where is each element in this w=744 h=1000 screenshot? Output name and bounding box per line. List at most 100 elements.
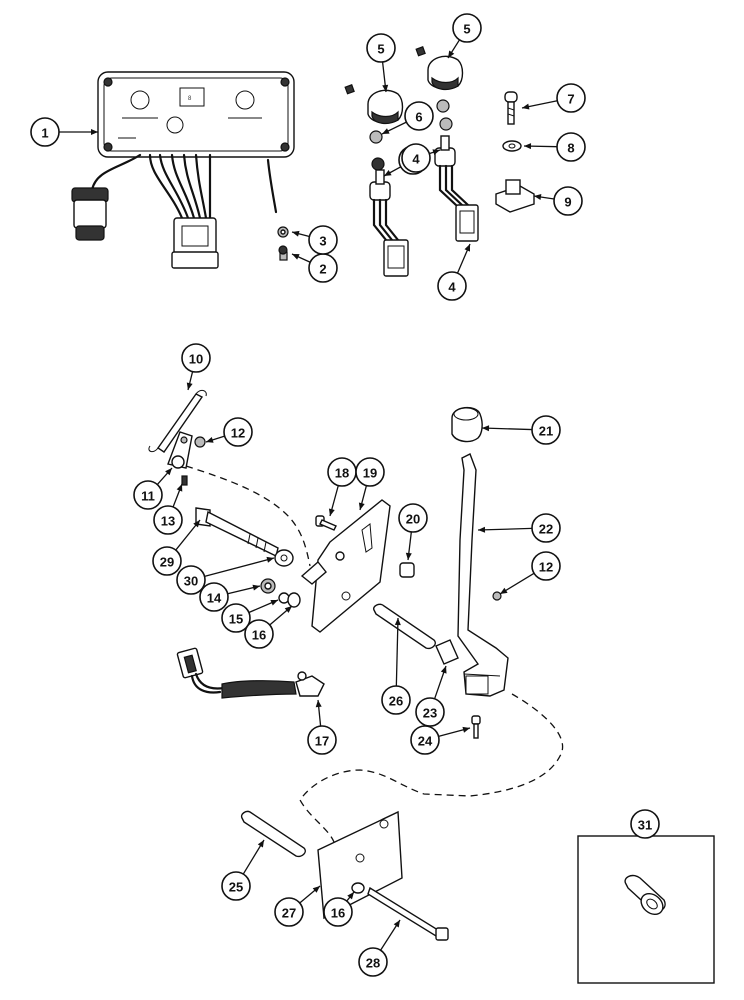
callout-18: 18 [327,457,357,487]
callout-23: 23 [415,697,445,727]
leader-arrow-4 [464,244,470,252]
leader-arrow-19 [358,502,365,510]
panel-wire-harness [71,153,278,269]
leader-arrow-28 [393,920,400,928]
callout-15: 15 [221,603,251,633]
callout-16: 16 [323,897,353,927]
callout-26: 26 [381,685,411,715]
leader-arrow-12 [500,587,508,594]
leader-arrow-7 [522,103,530,110]
nuts-6 [369,99,453,171]
callout-label-20: 20 [406,512,420,527]
bolt-29 [195,507,279,558]
callout-2: 2 [308,253,338,283]
potentiometer-left [369,169,409,277]
callout-circle-13 [153,505,183,535]
callout-11: 11 [133,480,163,510]
callout-4: 4 [401,143,431,173]
callout-label-27: 27 [282,906,296,921]
pin-26 [373,603,436,650]
callout-circle-15 [221,603,251,633]
panel-display-digit: 8 [188,96,192,102]
leader-arrow-8 [524,143,532,150]
callout-label-28: 28 [366,956,380,971]
callout-circle-12 [223,417,253,447]
bushing-23 [435,639,459,665]
callout-5: 5 [366,33,396,63]
rod-10 [148,389,207,453]
callout-circle-28 [358,947,388,977]
leader-arrow-2 [292,254,300,260]
leader-lines [59,39,648,951]
callout-circle-27 [274,897,304,927]
leader-arrow-22 [478,526,486,533]
pin-25 [240,810,306,858]
callout-label-4: 4 [412,152,420,167]
callout-circle-6 [404,101,434,131]
callout-24: 24 [410,725,440,755]
callout-circle-4 [401,143,431,173]
callout-label-11: 11 [141,489,155,504]
callout-31: 31 [630,809,660,839]
callout-22: 22 [531,513,561,543]
callout-1: 1 [30,117,60,147]
washer-16 [287,592,301,608]
lever-11 [167,431,193,486]
callout-label-6: 6 [415,110,422,125]
callout-label-10: 10 [189,352,203,367]
callout-circle-29 [152,546,182,576]
callout-label-31: 31 [638,818,652,833]
callout-6: 6 [404,101,434,131]
leader-line-22 [477,527,533,531]
leader-arrow-15 [270,600,278,606]
callout-label-18: 18 [335,466,349,481]
callout-19: 19 [355,457,385,487]
leader-arrow-5 [382,84,389,92]
callout-5: 5 [452,13,482,43]
lever-22 [457,453,509,697]
callout-circle-3 [308,225,338,255]
callout-label-8: 8 [567,141,574,156]
plate-27 [317,810,403,920]
callout-label-17: 17 [315,734,329,749]
callout-circle-14 [199,582,229,612]
washer-30 [274,549,294,567]
callout-label-25: 25 [229,880,243,895]
callout-4: 4 [437,271,467,301]
dashed-connection-pivot [299,693,563,843]
callout-circle-5 [366,33,396,63]
callout-label-23: 23 [423,706,437,721]
callout-circle-26 [381,685,411,715]
potentiometer-right [434,135,479,242]
callout-label-29: 29 [160,555,174,570]
leader-arrow-6 [382,128,390,134]
knob-21 [451,407,483,443]
callout-label-26: 26 [389,694,403,709]
callout-circle-24 [410,725,440,755]
leader-arrow-1 [91,129,98,135]
leader-arrow-16 [347,892,354,900]
callout-circle-9 [553,186,583,216]
callout-label-13: 13 [161,514,175,529]
leader-arrow-27 [312,886,320,893]
screw-7 [504,91,518,125]
leader-arrow-18 [328,508,335,516]
screw-and-washer [277,226,289,261]
callout-label-19: 19 [363,466,377,481]
callout-circle-20 [398,503,428,533]
callout-label-15: 15 [229,612,243,627]
callout-circle-19 [355,457,385,487]
callout-circle-12 [531,551,561,581]
callout-label-1: 1 [41,126,48,141]
callout-9: 9 [553,186,583,216]
callout-circle-17 [307,725,337,755]
leader-arrow-24 [462,726,470,733]
leader-arrow-16 [284,606,292,613]
callout-13: 13 [153,505,183,535]
leader-arrow-21 [482,425,490,432]
leader-arrow-5 [448,50,455,58]
bolt-28 [367,886,449,941]
callout-label-2: 2 [319,262,326,277]
leader-arrow-4 [432,149,440,156]
